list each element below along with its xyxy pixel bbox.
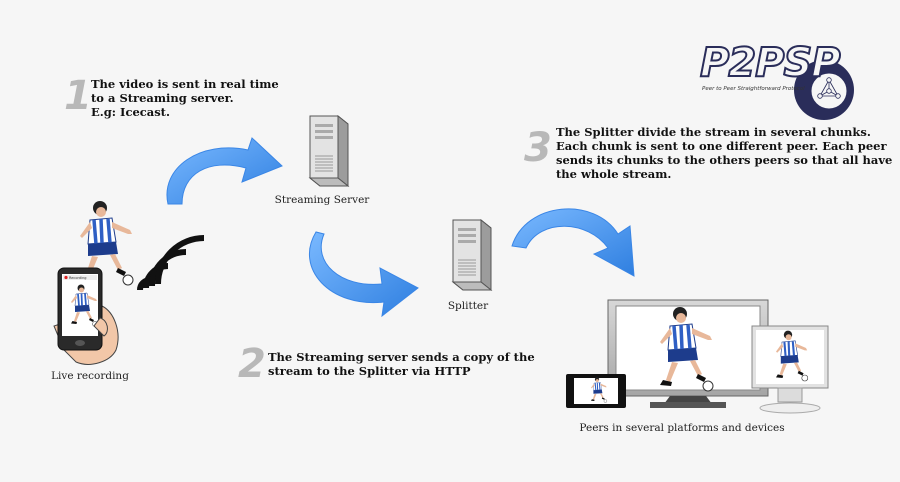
soccer-player-icon — [774, 329, 809, 383]
step-1-line-1: The video is sent in real time — [91, 77, 279, 91]
logo-subtitle: Peer to Peer Straightforward Protocol — [702, 86, 805, 92]
step-2-line-2: stream to the Splitter via HTTP — [268, 364, 471, 378]
smartphone-icon: Recording — [53, 267, 119, 365]
splitter-label: Splitter — [447, 300, 489, 312]
phone-screen-label: Recording — [69, 276, 87, 280]
soccer-player-icon — [590, 376, 608, 404]
step-3-text: The Splitter divide the stream in severa… — [556, 125, 892, 181]
soccer-player-icon — [658, 305, 715, 393]
step-3-line-2: Each chunk is sent to one different peer… — [556, 139, 887, 153]
step-2-number: 2 — [238, 341, 266, 387]
step-3-line-1: The Splitter divide the stream in severa… — [556, 125, 871, 139]
curved-arrow-icon — [309, 231, 419, 318]
step-2-line-1: The Streaming server sends a copy of the — [268, 350, 535, 364]
monitor-icon — [607, 299, 769, 408]
step-1-line-3: E.g: Icecast. — [91, 105, 171, 119]
logo-text: P2PSP — [699, 39, 842, 87]
server-icon — [452, 219, 492, 291]
step-2-text: The Streaming server sends a copy of the… — [268, 350, 535, 378]
step-3-line-4: the whole stream. — [556, 167, 672, 181]
wireless-signal-icon — [137, 235, 205, 291]
logo-emblem-icon — [794, 60, 854, 120]
peers-label: Peers in several platforms and devices — [579, 422, 785, 434]
curved-arrow-icon — [166, 137, 283, 205]
server-icon — [309, 115, 349, 187]
step-3-line-3: sends its chunks to the others peers so … — [556, 153, 893, 167]
streaming-server-label: Streaming Server — [274, 194, 370, 206]
step-1-text: The video is sent in real time to a Stre… — [91, 77, 279, 119]
step-1-line-2: to a Streaming server. — [91, 91, 234, 105]
curved-arrow-icon — [511, 208, 635, 277]
step-1-number: 1 — [64, 73, 92, 119]
logo: P2PSP Peer to Peer Straightforward Proto… — [696, 38, 856, 120]
step-3-number: 3 — [524, 125, 552, 171]
live-recording-label: Live recording — [51, 370, 129, 382]
